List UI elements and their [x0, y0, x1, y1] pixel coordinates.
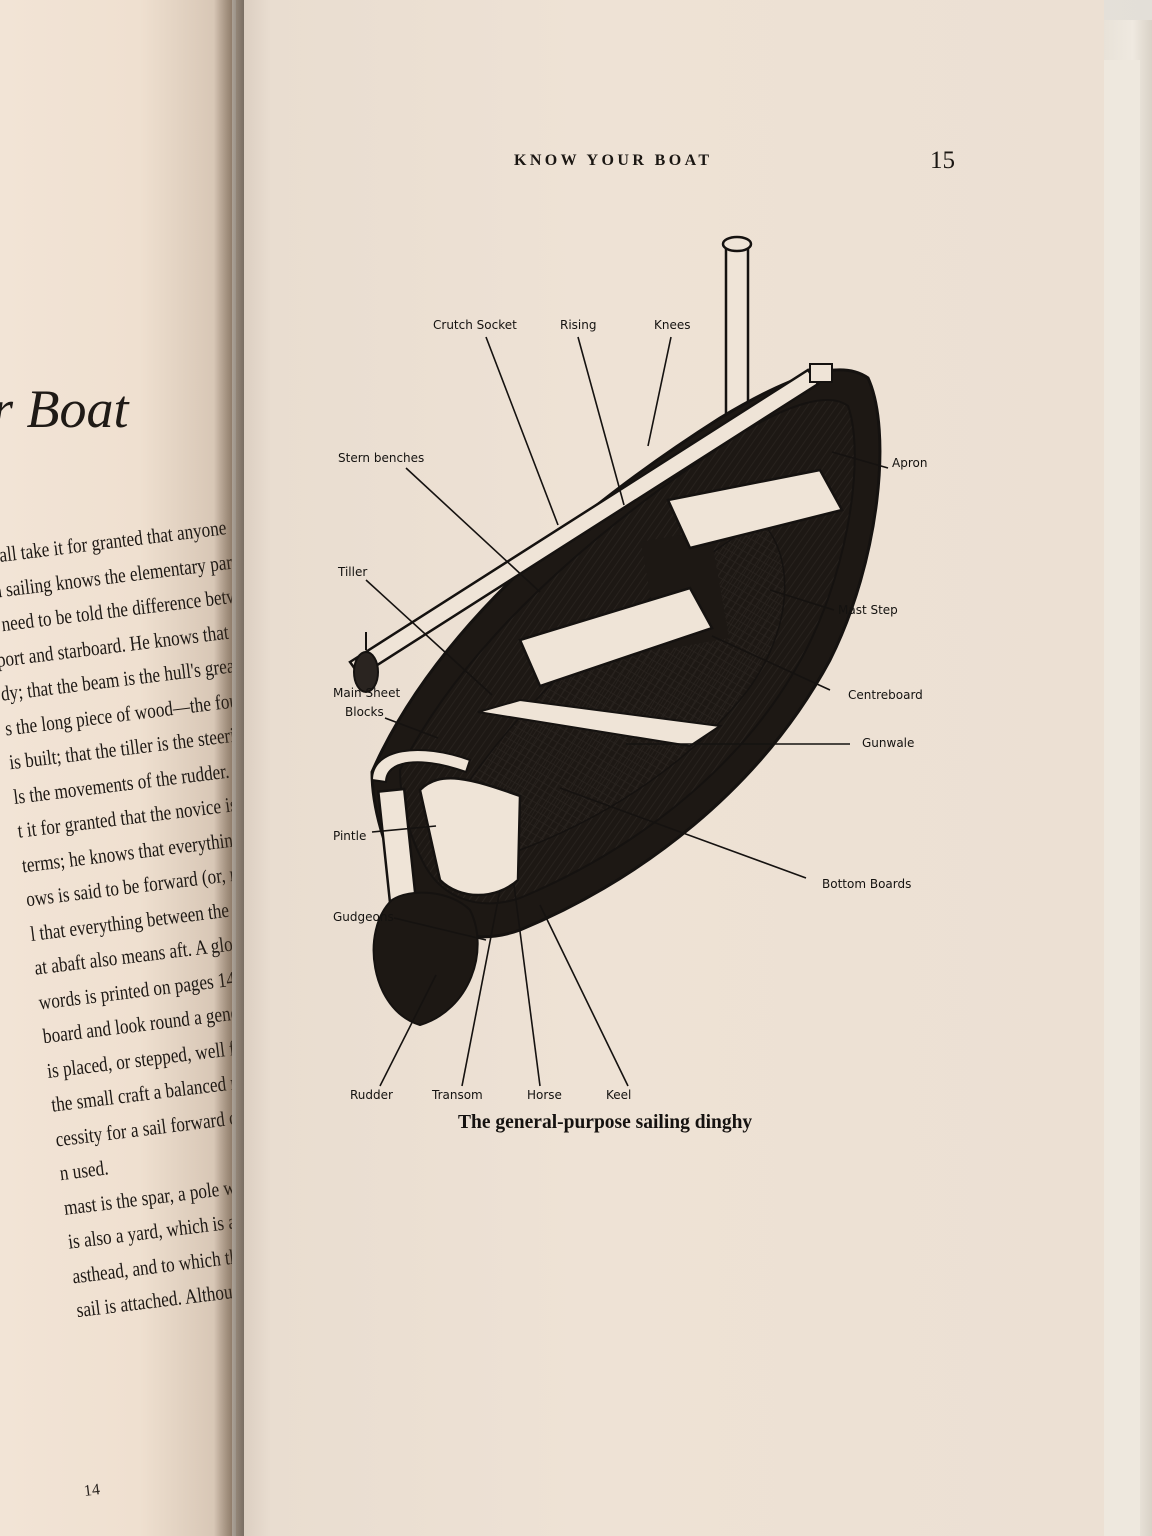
label-pintle: Pintle: [333, 829, 366, 843]
book-gutter: [214, 0, 244, 1536]
label-crutch-socket: Crutch Socket: [433, 318, 517, 332]
running-head: KNOW YOUR BOAT: [514, 152, 713, 169]
label-bottom-boards: Bottom Boards: [822, 877, 911, 891]
tiller: [348, 363, 833, 693]
label-tiller: Tiller: [337, 565, 367, 579]
label-transom: Transom: [431, 1088, 483, 1102]
label-knees: Knees: [654, 318, 691, 332]
transom-board: [418, 777, 522, 897]
label-gudgeons: Gudgeons: [333, 910, 394, 924]
right-page-number: 15: [930, 147, 955, 174]
label-horse: Horse: [527, 1088, 562, 1102]
stern-thwart: [477, 698, 723, 748]
forward-thwart: [666, 468, 844, 550]
leader-lines: [365, 336, 889, 1087]
rudder-blade: [372, 787, 479, 1027]
label-rising: Rising: [560, 318, 596, 332]
label-centreboard: Centreboard: [848, 688, 923, 702]
figure-caption: The general-purpose sailing dinghy: [458, 1112, 753, 1133]
label-main-sheet: Main Sheet: [333, 686, 400, 700]
left-page-heading: r Boat: [0, 379, 129, 439]
middle-thwart: [518, 586, 714, 688]
label-apron: Apron: [892, 456, 927, 470]
label-main-sheet-blocks: Blocks: [345, 705, 384, 719]
label-mast-step: Mast Step: [838, 603, 898, 617]
label-stern-benches: Stern benches: [338, 451, 424, 465]
label-gunwale: Gunwale: [862, 736, 914, 750]
label-keel: Keel: [606, 1088, 631, 1102]
label-rudder: Rudder: [350, 1088, 393, 1102]
horse-bar: [370, 749, 472, 784]
left-page: r Boat shall take it for granted that an…: [0, 0, 232, 1536]
